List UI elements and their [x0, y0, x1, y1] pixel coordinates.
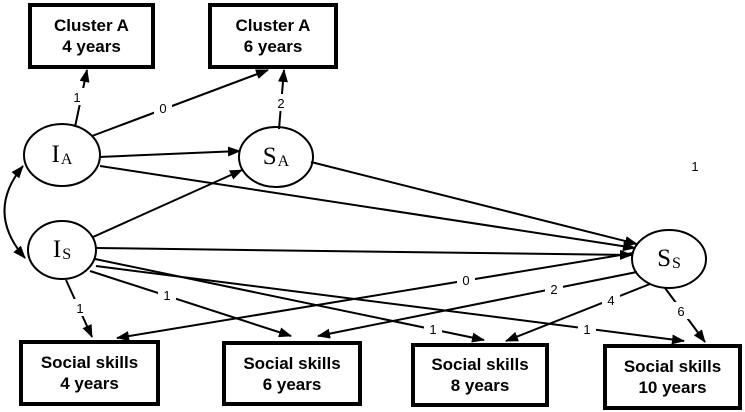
label-backing [602, 291, 620, 308]
label-backing [154, 99, 172, 116]
node-label-line2: 6 years [243, 37, 303, 56]
path-intercept-a-cluster-a-6y [91, 69, 269, 137]
path-weight-label: 0 [462, 273, 469, 288]
node-label-line2: 4 years [60, 374, 119, 393]
node-social-skills-4y: Social skills 4 years [19, 340, 160, 406]
label-backing [578, 320, 596, 337]
path-weight-label: 6 [677, 304, 684, 319]
label-backing [672, 302, 690, 319]
node-label-line1: Social skills [40, 353, 139, 372]
path-intercept-s-social-skills-8y [94, 258, 485, 343]
latent-symbol: S [657, 245, 671, 272]
path-weight-label: 1 [76, 301, 83, 316]
node-label-line2: 10 years [638, 378, 707, 397]
path-intercept-a-slope-s [99, 165, 636, 252]
latent-subscript: A [277, 153, 290, 170]
path-intercept-s-slope-a [92, 169, 243, 238]
node-label-line1: Cluster A [235, 16, 311, 35]
node-label-line2: 4 years [62, 37, 121, 56]
path-weight-label: 4 [607, 293, 614, 308]
label-backing [71, 299, 89, 316]
covariance-arrow-intercept-a-intercept-s [3, 165, 26, 259]
node-label-line2: 6 years [262, 374, 322, 394]
node-label-line1: Social skills [431, 355, 529, 374]
label-backing [68, 88, 86, 105]
path-weight-label: 2 [277, 96, 284, 111]
label-backing [457, 271, 475, 288]
path-slope-s-social-skills-4y [116, 252, 634, 341]
floating-label: 1 [691, 159, 698, 174]
node-social-skills-10y: Social skills 10 years [603, 344, 742, 410]
latent-subscript: S [672, 255, 681, 272]
node-cluster-a-6y: Cluster A 6 years [208, 3, 338, 69]
path-intercept-a-slope-a [98, 146, 241, 158]
path-weight-label: 1 [163, 288, 170, 303]
path-slope-s-social-skills-8y [505, 283, 651, 342]
latent-node-intercept-s [27, 220, 97, 280]
latent-symbol: I [51, 141, 60, 168]
path-intercept-s-slope-s [95, 247, 633, 260]
label-backing [424, 320, 442, 337]
node-social-skills-8y: Social skills 8 years [411, 343, 549, 407]
latent-symbol: I [52, 236, 62, 263]
latent-subscript: S [62, 246, 72, 263]
node-label-line1: Social skills [623, 357, 722, 376]
node-social-skills-6y: Social skills 6 years [222, 341, 362, 406]
latent-node-intercept-a [23, 123, 101, 187]
label-backing [272, 94, 290, 111]
path-weight-label: 2 [550, 282, 557, 297]
path-weight-label: 1 [73, 90, 80, 105]
latent-subscript: A [60, 151, 73, 168]
path-weight-label: 1 [429, 322, 436, 337]
path-weight-label: 1 [583, 322, 590, 337]
latent-node-slope-a [238, 126, 314, 188]
path-intercept-s-social-skills-6y [89, 270, 292, 338]
node-label-line1: Social skills [243, 353, 341, 373]
path-slope-a-slope-s [310, 161, 638, 246]
node-cluster-a-4y: Cluster A 4 years [28, 3, 155, 69]
node-label-line2: 8 years [450, 376, 510, 395]
label-backing [545, 280, 563, 297]
path-slope-s-social-skills-6y [317, 271, 638, 339]
latent-symbol: S [262, 143, 277, 170]
label-backing [158, 286, 176, 303]
path-weight-label: 0 [159, 101, 166, 116]
node-label-line1: Cluster A [54, 16, 129, 35]
